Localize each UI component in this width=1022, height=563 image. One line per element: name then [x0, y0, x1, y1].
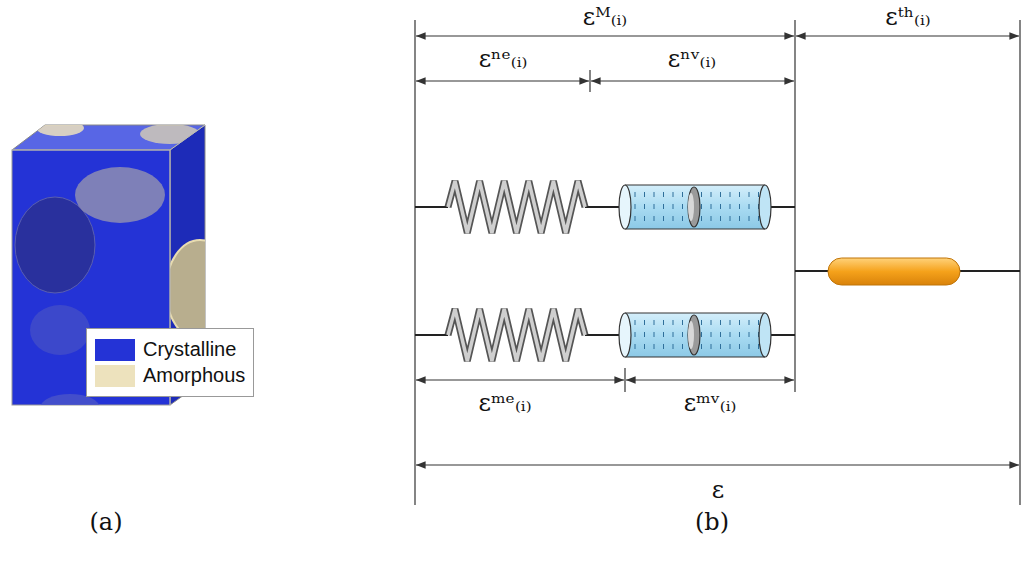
strain-label: εⁿᵛ₍ᵢ₎	[668, 45, 716, 73]
dashpot-symbol	[619, 185, 771, 229]
spring-symbol	[448, 181, 585, 233]
inclusions-top	[36, 120, 200, 144]
legend-item: Crystalline	[95, 338, 245, 361]
dashpots	[619, 185, 771, 357]
legend-text: Amorphous	[143, 364, 245, 387]
strain-label: εᴹ₍ᵢ₎	[583, 3, 628, 31]
dashpot-symbol	[619, 313, 771, 357]
strain-label: εᵗʰ₍ᵢ₎	[885, 3, 930, 31]
strain-label: εᵐᵉ₍ᵢ₎	[478, 389, 531, 417]
rheological-model	[415, 20, 1020, 505]
frame-line	[414, 20, 415, 505]
spring-highlight	[448, 309, 585, 361]
strain-label: εⁿᵉ₍ᵢ₎	[479, 45, 528, 73]
thermal-element	[828, 258, 960, 285]
tick-line	[624, 368, 625, 392]
spring-symbol	[448, 309, 585, 361]
legend-swatch	[95, 339, 135, 361]
legend-item: Amorphous	[95, 364, 245, 387]
strain-label: εᵐᵛ₍ᵢ₎	[684, 389, 737, 417]
panel-label: (a)	[89, 508, 122, 536]
springs	[448, 181, 585, 361]
panel-label: (b)	[695, 508, 729, 536]
inclusions-side	[166, 240, 234, 340]
spring-highlight	[448, 181, 585, 233]
legend-box: CrystallineAmorphous	[86, 328, 254, 397]
dimension-lines	[416, 36, 1019, 465]
tick-line	[589, 70, 590, 92]
frame-line	[1019, 20, 1020, 505]
strain-label: ε	[712, 476, 724, 504]
legend-text: Crystalline	[143, 338, 236, 361]
legend-swatch	[95, 365, 135, 387]
